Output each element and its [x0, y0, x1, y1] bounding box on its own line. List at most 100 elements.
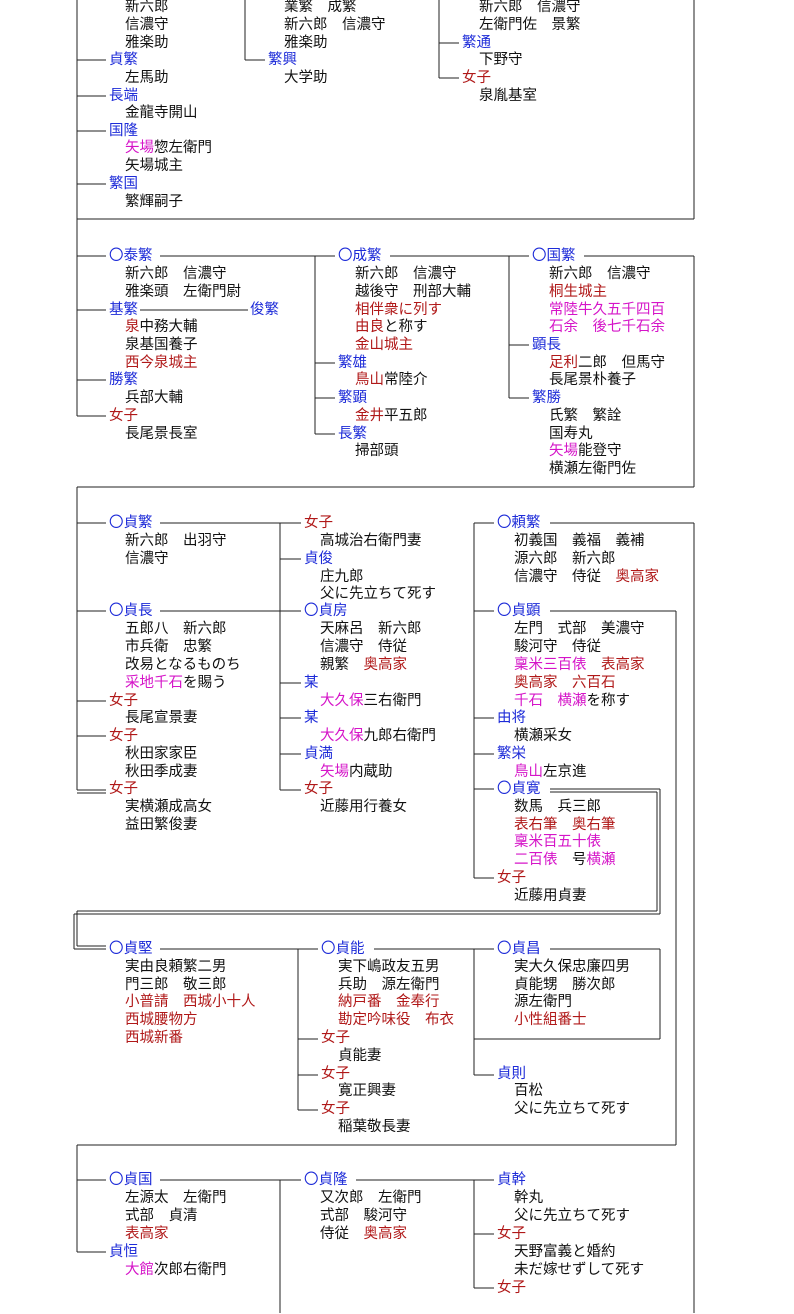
genealogy-entry: 矢場城主 — [125, 158, 183, 176]
entry-text: 信濃守 侍従 — [514, 569, 616, 585]
entry-text: 改易となるものち — [125, 657, 241, 673]
genealogy-entry: 俊繁 — [250, 302, 279, 320]
entry-text: 奥高家 — [615, 569, 660, 585]
genealogy-entry: 女子 — [109, 408, 138, 426]
entry-text: 勘定吟味役 布衣 — [338, 1012, 454, 1028]
genealogy-entry: 泉中務大輔 — [125, 319, 198, 337]
entry-text: 実横瀬成高女 — [125, 799, 212, 815]
entry-text: 国寿丸 — [549, 426, 593, 442]
person-name: 〇貞国 — [109, 1172, 153, 1188]
entry-text: 寛正興妻 — [338, 1083, 396, 1099]
genealogy-entry: 勘定吟味役 布衣 — [338, 1012, 454, 1030]
entry-text: 雅楽頭 左衛門尉 — [125, 284, 241, 300]
genealogy-entry: 天麻呂 新六郎 — [320, 621, 422, 639]
genealogy-entry: 信濃守 侍従 — [320, 639, 407, 657]
genealogy-entry: 侍従 奥高家 — [320, 1226, 407, 1244]
genealogy-entry: 貞幹 — [497, 1172, 526, 1190]
person-name: 繁勝 — [532, 390, 561, 406]
genealogy-entry: 幹丸 — [514, 1190, 543, 1208]
entry-text: 新六郎 信濃守 — [355, 266, 457, 282]
genealogy-entry: 女子 — [304, 781, 333, 799]
genealogy-entry: 長尾景長室 — [125, 426, 198, 444]
entry-text: 次郎右衛門 — [154, 1262, 227, 1278]
entry-text: 門三郎 敬三郎 — [125, 977, 227, 993]
genealogy-entry: 信濃守 — [125, 17, 169, 35]
genealogy-entry: 左馬助 — [125, 70, 169, 88]
entry-text: 近藤用行養女 — [320, 799, 407, 815]
entry-text: 父に先立ちて死す — [514, 1101, 630, 1117]
genealogy-entry: 表右筆 奥右筆 — [514, 817, 616, 835]
genealogy-entry: 左衛門佐 景繁 — [479, 17, 581, 35]
genealogy-entry: 西城新番 — [125, 1030, 183, 1048]
entry-text: 業繁 成繁 — [284, 0, 357, 15]
genealogy-entry: 近藤用行養女 — [320, 799, 407, 817]
entry-text: 秋田家家臣 — [125, 746, 198, 762]
entry-text: 父に先立ちて死す — [514, 1208, 630, 1224]
genealogy-entry: 高城治右衛門妻 — [320, 533, 422, 551]
genealogy-entry: 雅楽助 — [284, 35, 328, 53]
person-name: 〇貞繁 — [109, 515, 153, 531]
person-name: 〇成繁 — [338, 248, 382, 264]
genealogy-entry: 大学助 — [284, 70, 328, 88]
entry-text: 新六郎 信濃守 — [549, 266, 651, 282]
genealogy-entry: 〇貞繁 — [109, 515, 153, 533]
genealogy-entry: 寛正興妻 — [338, 1083, 396, 1101]
entry-text: 表右筆 奥右筆 — [514, 817, 616, 833]
genealogy-entry: 稟米百五十俵 — [514, 834, 601, 852]
genealogy-entry: 大館次郎右衛門 — [125, 1262, 227, 1280]
entry-text: 千石 — [514, 693, 558, 709]
entry-text: 奥高家 — [363, 1226, 408, 1242]
entry-text: 実下嶋政友五男 — [338, 959, 440, 975]
genealogy-entry: 貞恒 — [109, 1244, 138, 1262]
genealogy-entry: 源六郎 新六郎 — [514, 551, 616, 569]
person-name: 顕長 — [532, 337, 561, 353]
entry-text: 長尾景長室 — [125, 426, 198, 442]
entry-text: 貞能甥 勝次郎 — [514, 977, 616, 993]
genealogy-entry: 繁栄 — [497, 746, 526, 764]
genealogy-entry: 表高家 — [125, 1226, 169, 1244]
genealogy-entry: 〇貞昌 — [497, 941, 541, 959]
entry-text: 三右衛門 — [363, 693, 422, 709]
entry-text: 掃部頭 — [355, 443, 399, 459]
person-name: 〇貞長 — [109, 603, 153, 619]
genealogy-entry: 貞満 — [304, 746, 333, 764]
genealogy-entry: 左門 式部 美濃守 — [514, 621, 645, 639]
genealogy-entry: 奥高家 六百石 — [514, 675, 616, 693]
genealogy-entry: 兵助 源左衛門 — [338, 977, 440, 995]
entry-text: 実大久保忠廉四男 — [514, 959, 630, 975]
genealogy-entry: 横瀬左衛門佐 — [549, 461, 636, 479]
genealogy-entry: 新六郎 — [125, 0, 169, 17]
genealogy-entry: 新六郎 信濃守 — [479, 0, 581, 17]
entry-text: 能登守 — [578, 443, 622, 459]
entry-text: 新六郎 出羽守 — [125, 533, 227, 549]
genealogy-entry: 門三郎 敬三郎 — [125, 977, 227, 995]
entry-text: 稟米三百俵 — [514, 657, 601, 673]
genealogy-entry: 信濃守 — [125, 551, 169, 569]
genealogy-entry: 納戸番 金奉行 — [338, 994, 440, 1012]
genealogy-entry: 女子 — [497, 870, 526, 888]
entry-text: 近藤用貞妻 — [514, 888, 587, 904]
genealogy-entry: 某 — [304, 710, 319, 728]
genealogy-entry: 繁興 — [268, 52, 297, 70]
genealogy-entry: 顕長 — [532, 337, 561, 355]
entry-text: 長尾景朴養子 — [549, 372, 636, 388]
genealogy-entry: 〇成繁 — [338, 248, 382, 266]
genealogy-entry: 兵部大輔 — [125, 390, 183, 408]
person-name: 〇貞顕 — [497, 603, 541, 619]
entry-text: 左京進 — [543, 764, 587, 780]
entry-text: 市兵衛 忠繁 — [125, 639, 212, 655]
genealogy-entry: 女子 — [497, 1280, 526, 1298]
genealogy-entry: 左源太 左衛門 — [125, 1190, 227, 1208]
entry-text: 横瀬采女 — [514, 728, 572, 744]
entry-text: 下野守 — [479, 52, 523, 68]
entry-text: 親繁 — [320, 657, 364, 673]
entry-text: 高城治右衛門妻 — [320, 533, 422, 549]
entry-text: 金山城主 — [355, 337, 413, 353]
genealogy-entry: 泉基国養子 — [125, 337, 198, 355]
genealogy-entry: 信濃守 侍従 奥高家 — [514, 569, 659, 587]
entry-text: 新六郎 — [125, 0, 169, 15]
genealogy-entry: 金井平五郎 — [355, 408, 428, 426]
entry-text: 天麻呂 新六郎 — [320, 621, 422, 637]
genealogy-entry: 矢場惣左衛門 — [125, 140, 212, 158]
entry-text: 表高家 — [601, 657, 645, 673]
